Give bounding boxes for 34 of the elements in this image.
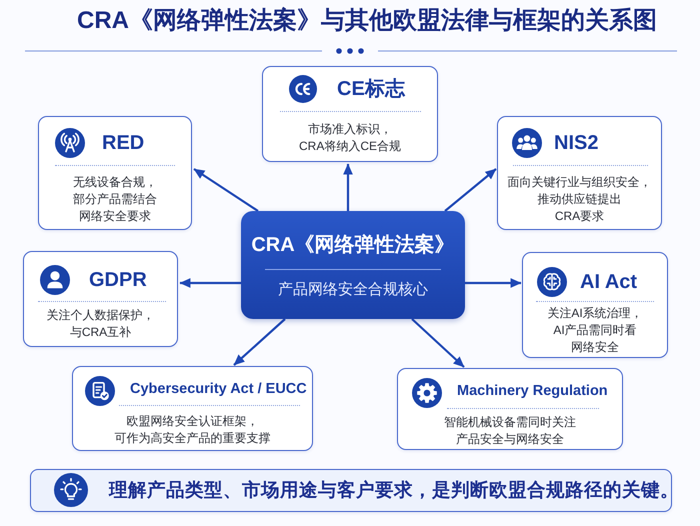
box-text: 关注AI系统治理，AI产品需同时看网络安全 xyxy=(547,305,643,356)
box-heading: Cybersecurity Act / EUCC xyxy=(130,381,307,399)
law-box xyxy=(23,251,178,347)
box-heading: CE标志 xyxy=(337,77,405,101)
core-title: CRA《网络弹性法案》 xyxy=(251,233,455,257)
law-box xyxy=(522,252,668,358)
law-box xyxy=(497,116,662,230)
box-heading: Machinery Regulation xyxy=(457,383,608,401)
box-heading: RED xyxy=(102,131,144,155)
core-box xyxy=(241,211,465,319)
law-box xyxy=(397,368,623,450)
box-text: 市场准入标识，CRA将纳入CE合规 xyxy=(299,121,401,155)
arrow xyxy=(444,168,497,212)
law-box xyxy=(38,116,192,230)
law-box xyxy=(262,66,438,162)
arrow xyxy=(179,278,241,288)
box-heading: GDPR xyxy=(89,268,147,292)
title: CRA《网络弹性法案》与其他欧盟法律与框架的关系图 xyxy=(77,7,657,36)
arrow xyxy=(465,278,522,288)
arrow xyxy=(411,318,465,368)
arrow xyxy=(193,168,259,212)
box-text: 关注个人数据保护，与CRA互补 xyxy=(46,307,154,341)
note-box xyxy=(30,469,672,512)
box-text: 欧盟网络安全认证框架，可作为高安全产品的重要支撑 xyxy=(114,413,270,447)
core-subtitle: 产品网络安全合规核心 xyxy=(278,281,428,299)
arrow xyxy=(233,318,286,366)
arrow xyxy=(343,163,353,211)
box-text: 智能机械设备需同时关注产品安全与网络安全 xyxy=(444,414,576,448)
law-box xyxy=(72,366,313,451)
box-text: 面向关键行业与组织安全，推动供应链提出CRA要求 xyxy=(508,174,652,225)
box-heading: AI Act xyxy=(580,270,638,294)
box-heading: NIS2 xyxy=(554,131,598,155)
note-text: 理解产品类型、市场用途与客户要求，是判断欧盟合规路径的关键。 xyxy=(109,479,679,501)
box-text: 无线设备合规，部分产品需结合网络安全要求 xyxy=(73,174,157,225)
